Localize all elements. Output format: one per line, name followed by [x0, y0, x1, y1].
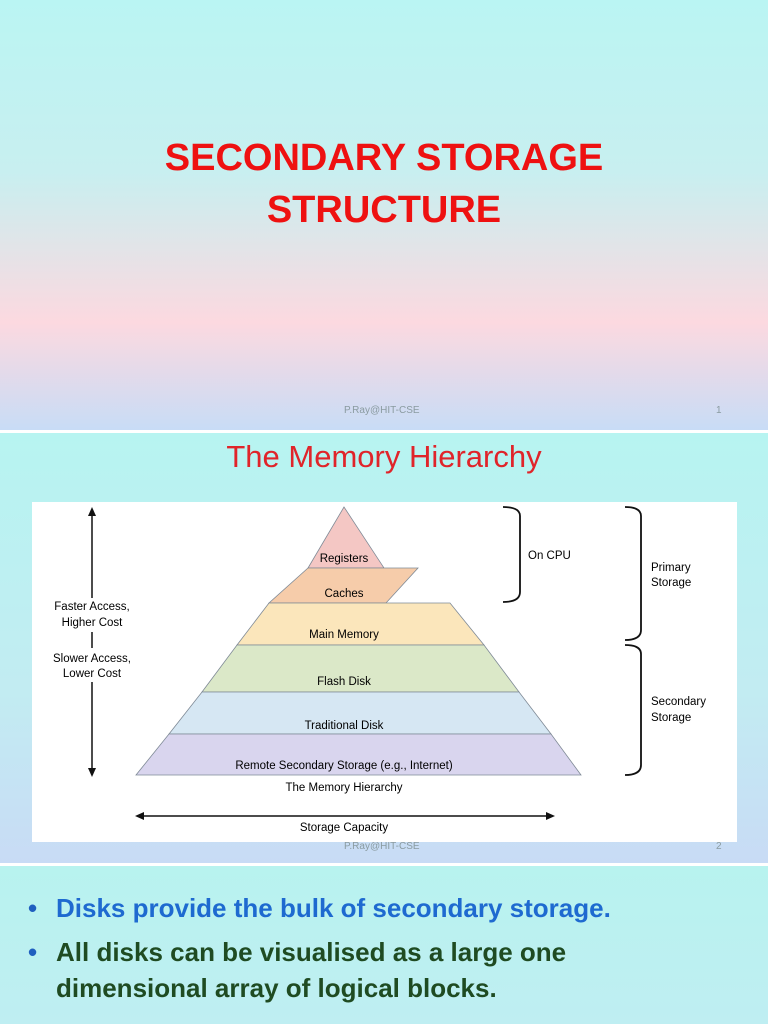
access-cost-arrow-up-head — [88, 507, 96, 516]
slide-1-title: SECONDARY STORAGE STRUCTURE — [164, 137, 604, 231]
level-main-memory-label: Main Memory — [309, 629, 379, 641]
faster-access-label: Faster Access, — [54, 601, 129, 613]
on-cpu-label: On CPU — [528, 550, 571, 562]
slide-2-footer: P.Ray@HIT-CSE — [344, 841, 420, 852]
bullet-item-1: • Disks provide the bulk of secondary st… — [28, 890, 611, 926]
lower-cost-label: Lower Cost — [63, 668, 122, 680]
level-flash-disk-label: Flash Disk — [317, 676, 371, 688]
memory-hierarchy-diagram: Registers Caches Main Memory Flash Disk … — [32, 502, 737, 842]
higher-cost-label: Higher Cost — [62, 617, 124, 629]
slide-2-title: The Memory Hierarchy — [226, 439, 542, 474]
level-traditional-disk-label: Traditional Disk — [305, 720, 384, 732]
bullet-dot-icon: • — [28, 893, 38, 923]
bullet-text-1: Disks provide the bulk of secondary stor… — [56, 893, 611, 923]
on-cpu-bracket — [502, 506, 521, 603]
level-remote-band — [135, 733, 582, 776]
primary-label-2: Storage — [651, 577, 691, 589]
diagram-caption: The Memory Hierarchy — [286, 782, 403, 794]
slower-label-bg — [42, 648, 146, 682]
bullet-text-2-line-2: dimensional array of logical blocks. — [56, 973, 497, 1003]
secondary-label-1: Secondary — [651, 696, 706, 708]
capacity-arrow-left-head — [135, 812, 144, 820]
level-registers-label: Registers — [320, 553, 369, 565]
slide-1-page-number: 1 — [716, 405, 722, 416]
bullet-list: • Disks provide the bulk of secondary st… — [28, 890, 611, 1014]
slide-3 — [0, 866, 768, 1024]
bullet-item-2: • All disks can be visualised as a large… — [28, 934, 611, 1006]
bullet-dot-icon: • — [28, 937, 38, 967]
level-caches-label: Caches — [325, 588, 364, 600]
slower-access-label: Slower Access, — [53, 653, 131, 665]
secondary-label-2: Storage — [651, 712, 691, 724]
faster-label-bg — [42, 598, 146, 632]
capacity-arrow-right-head — [546, 812, 555, 820]
slide-1-footer: P.Ray@HIT-CSE — [344, 405, 420, 416]
memory-hierarchy-svg: Registers Caches Main Memory Flash Disk … — [42, 506, 706, 834]
storage-capacity-label: Storage Capacity — [300, 822, 388, 834]
bullet-text-2-line-1: All disks can be visualised as a large o… — [56, 937, 567, 967]
slide-1: SECONDARY STORAGE STRUCTURE P.Ray@HIT-CS… — [0, 0, 768, 430]
primary-label-1: Primary — [651, 562, 691, 574]
level-remote-label: Remote Secondary Storage (e.g., Internet… — [235, 760, 453, 772]
slide-2-page-number: 2 — [716, 841, 722, 852]
primary-storage-bracket — [624, 506, 642, 641]
access-cost-arrow-down-head — [88, 768, 96, 777]
secondary-storage-bracket — [624, 644, 642, 776]
